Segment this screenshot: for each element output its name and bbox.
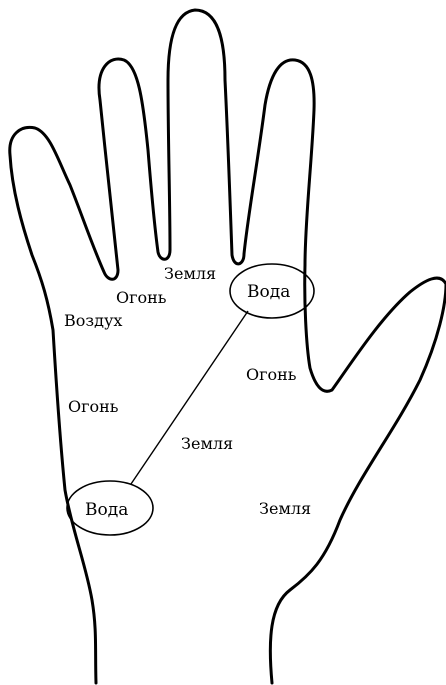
voda-connector-line — [131, 311, 248, 484]
label-ogon-thumb: Огонь — [246, 365, 297, 384]
label-voda-top: Вода — [247, 282, 290, 302]
label-zemlya-top: Земля — [164, 264, 216, 283]
label-voda-bottom: Вода — [85, 500, 128, 520]
label-ogon-index: Огонь — [116, 288, 167, 307]
label-zemlya-right: Земля — [259, 499, 311, 518]
hand-outline — [10, 10, 446, 683]
label-vozdukh: Воздух — [64, 311, 122, 330]
label-ogon-left: Огонь — [68, 397, 119, 416]
label-zemlya-center: Земля — [181, 434, 233, 453]
